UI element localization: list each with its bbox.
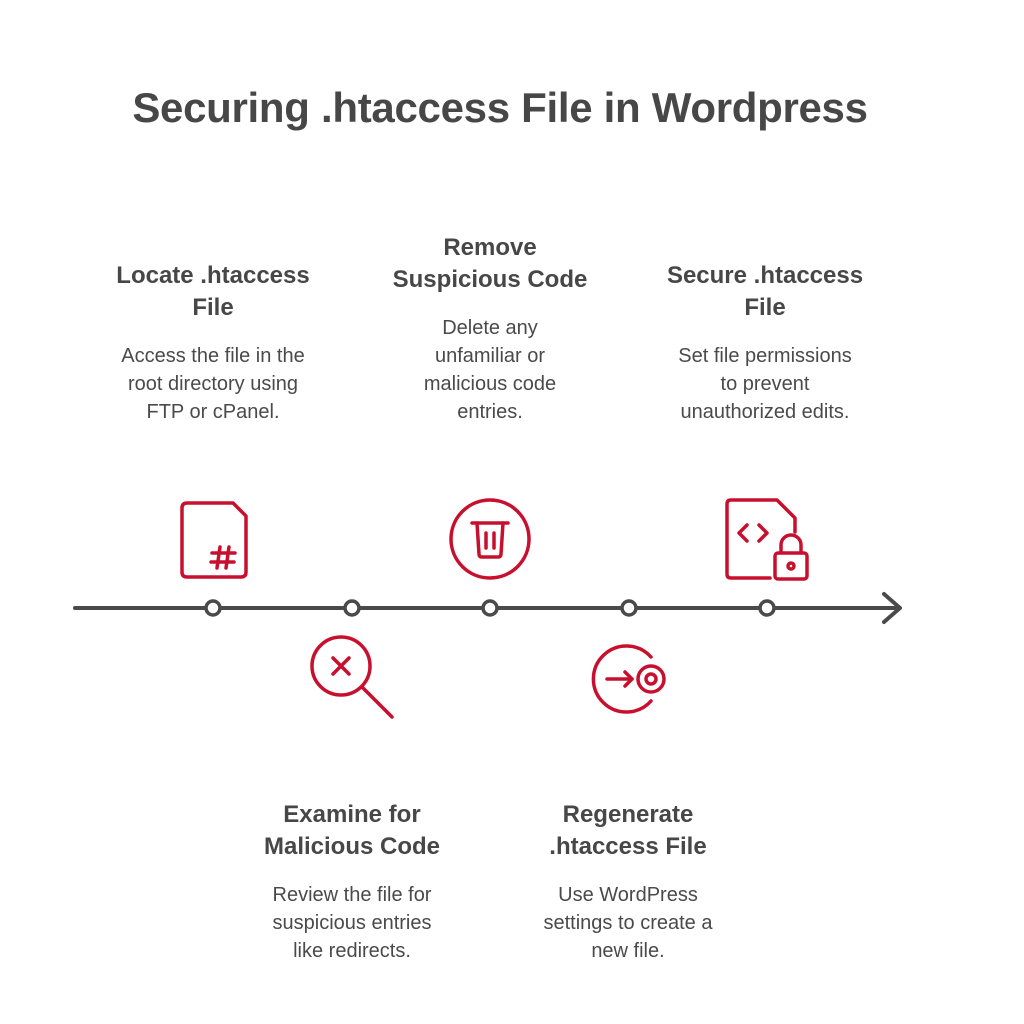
step-remove: Remove Suspicious Code Delete any unfami… bbox=[370, 232, 610, 426]
step-title: Secure .htaccess File bbox=[666, 262, 864, 321]
step-examine: Examine for Malicious Code Review the fi… bbox=[232, 799, 472, 965]
search-x-icon bbox=[310, 635, 394, 719]
timeline-dot-5 bbox=[758, 599, 776, 617]
timeline-dot-4 bbox=[620, 599, 638, 617]
file-code-lock-icon bbox=[725, 498, 809, 581]
timeline-dot-2 bbox=[343, 599, 361, 617]
step-description: Access the file in the root directory us… bbox=[121, 345, 305, 423]
timeline-dot-1 bbox=[204, 599, 222, 617]
diagram-title: Securing .htaccess File in Wordpress bbox=[132, 84, 868, 131]
step-description: Review the file for suspicious entries l… bbox=[272, 884, 432, 962]
regenerate-icon bbox=[591, 644, 666, 714]
timeline-arrowhead bbox=[882, 592, 902, 624]
step-title: Remove Suspicious Code bbox=[392, 234, 588, 293]
step-regenerate: Regenerate .htaccess File Use WordPress … bbox=[508, 799, 748, 965]
step-description: Use WordPress settings to create a new f… bbox=[543, 884, 713, 962]
step-locate: Locate .htaccess File Access the file in… bbox=[93, 260, 333, 426]
step-description: Set file permissions to prevent unauthor… bbox=[678, 345, 852, 423]
step-title: Regenerate .htaccess File bbox=[549, 801, 707, 860]
step-secure: Secure .htaccess File Set file permissio… bbox=[645, 260, 885, 426]
trash-icon bbox=[449, 498, 531, 580]
step-title: Locate .htaccess File bbox=[116, 262, 310, 321]
step-description: Delete any unfamiliar or malicious code … bbox=[423, 317, 557, 423]
step-title: Examine for Malicious Code bbox=[263, 801, 441, 860]
timeline-dot-3 bbox=[481, 599, 499, 617]
file-hash-icon bbox=[180, 501, 248, 579]
